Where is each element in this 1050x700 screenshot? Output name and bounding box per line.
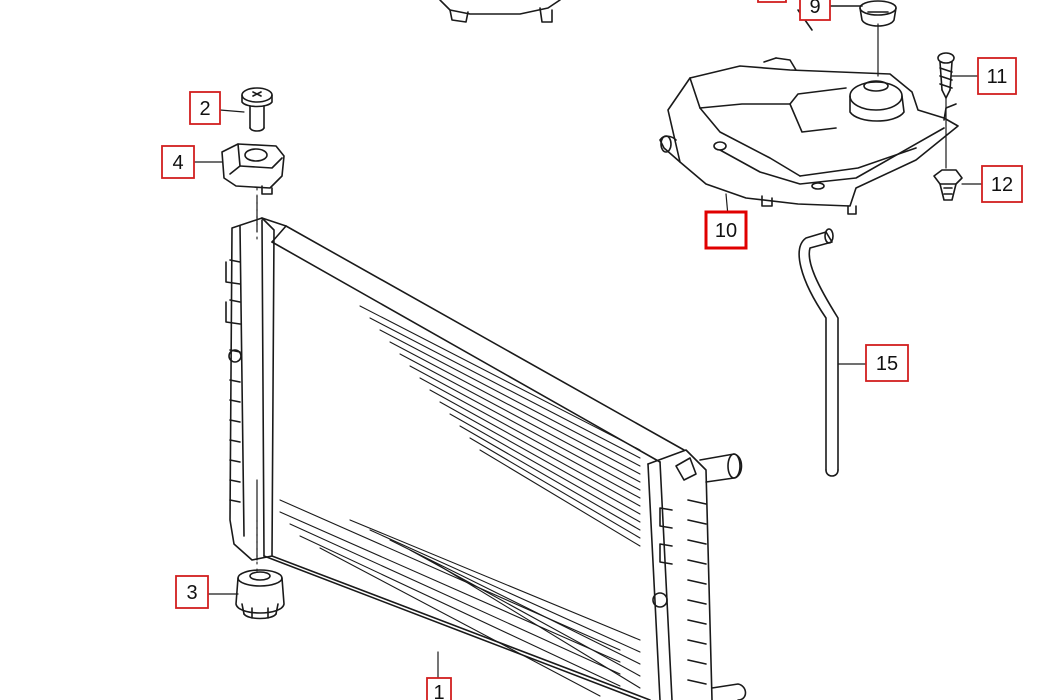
clip-12 <box>933 169 963 201</box>
bolt-2 <box>241 87 273 132</box>
screw-11 <box>937 52 955 99</box>
mount-3 <box>235 569 285 620</box>
part-label-15: 15 <box>865 344 909 382</box>
svg-text:10: 10 <box>715 220 737 242</box>
part-label-4: 4 <box>161 145 195 179</box>
svg-text:3: 3 <box>186 582 197 604</box>
part-label-partial <box>757 0 787 3</box>
part-label-11: 11 <box>977 57 1017 95</box>
bracket-4 <box>221 143 285 195</box>
svg-text:1: 1 <box>433 682 444 700</box>
top-component-partial <box>439 0 561 23</box>
svg-text:4: 4 <box>172 152 183 174</box>
svg-text:12: 12 <box>991 174 1013 196</box>
svg-text:15: 15 <box>876 353 898 375</box>
expansion-tank-10 <box>659 57 959 215</box>
part-label-12: 12 <box>981 165 1023 203</box>
leader-lines <box>193 23 985 681</box>
part-label-3: 3 <box>175 575 209 609</box>
part-label-1: 1 <box>426 677 452 700</box>
part-labels: 1 2 4 3 9 10 <box>161 0 1023 700</box>
hose-15 <box>798 228 839 477</box>
part-label-10: 10 <box>704 210 748 250</box>
radiator <box>225 217 747 700</box>
svg-text:9: 9 <box>809 0 820 18</box>
svg-text:11: 11 <box>987 66 1008 88</box>
svg-text:2: 2 <box>199 98 210 120</box>
part-label-9: 9 <box>799 0 831 21</box>
part-label-2: 2 <box>189 91 221 125</box>
